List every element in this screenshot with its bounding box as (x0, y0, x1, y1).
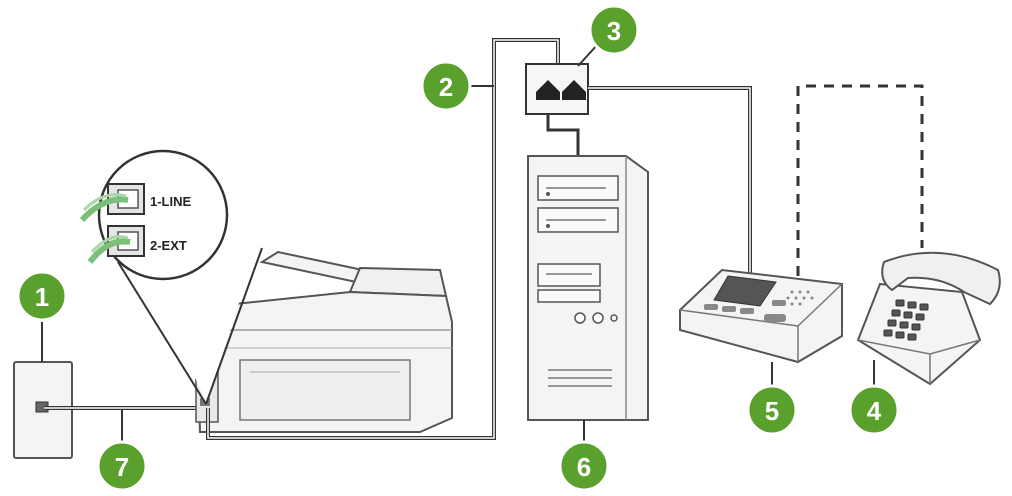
line-port-icon (79, 183, 145, 223)
answering-machine (679, 268, 843, 364)
svg-text:4: 4 (867, 396, 882, 426)
ext-port-label: 2-EXT (150, 238, 187, 253)
callout-3: 3 (588, 4, 640, 56)
parallel-splitter (525, 63, 589, 115)
computer-tower (527, 155, 649, 421)
telephone (856, 251, 1001, 386)
phone-cord-splitter-to-answering-machine (588, 86, 752, 276)
svg-text:1: 1 (35, 282, 49, 312)
callout-1: 1 (16, 270, 68, 322)
svg-text:7: 7 (115, 452, 129, 482)
line-port-label: 1-LINE (150, 194, 192, 209)
ext-port-icon (87, 225, 145, 264)
phone-cord-printer-to-splitter (206, 38, 560, 440)
callout-7: 7 (96, 440, 148, 492)
dashed-cord-answering-machine-to-phone (796, 84, 924, 276)
callout-6: 6 (558, 440, 610, 492)
svg-text:2: 2 (439, 72, 453, 102)
all-in-one-printer (194, 250, 453, 433)
callout-leaders (41, 43, 875, 444)
svg-text:6: 6 (577, 452, 591, 482)
callout-5: 5 (746, 384, 798, 436)
svg-text:3: 3 (607, 16, 621, 46)
callout-4: 4 (848, 384, 900, 436)
svg-text:5: 5 (765, 396, 779, 426)
phone-cord-splitter-to-computer (546, 114, 580, 156)
callout-2: 2 (420, 60, 472, 112)
port-magnifier: 1-LINE 2-EXT (79, 149, 266, 405)
